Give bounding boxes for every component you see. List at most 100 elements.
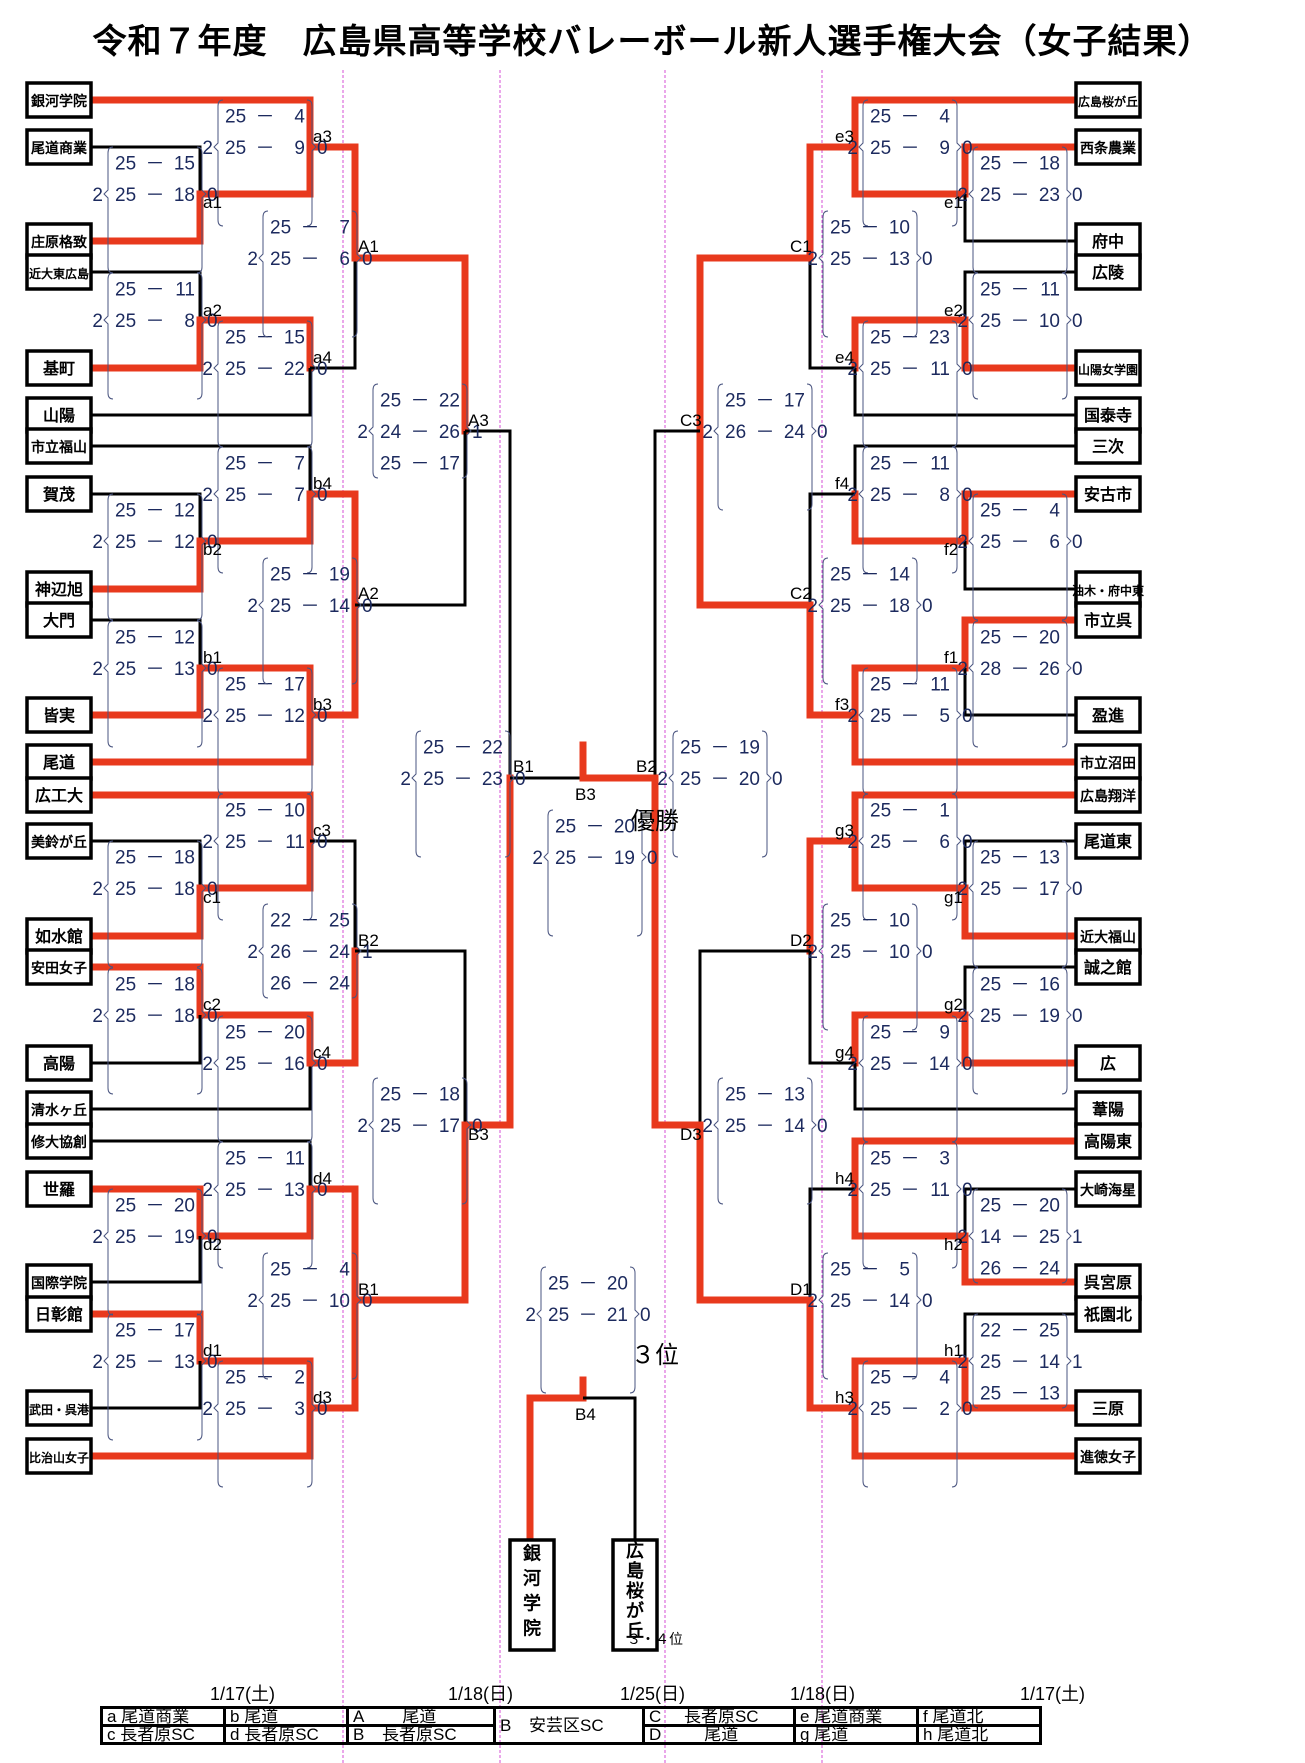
set-dash: － <box>453 769 472 790</box>
set-score-right: 4 <box>339 1260 350 1281</box>
set-score-right: 8 <box>184 311 195 332</box>
sets-won-right: 0 <box>962 359 973 380</box>
right-brace <box>351 210 362 338</box>
left-brace <box>213 1141 224 1269</box>
set-score-left: 25 <box>870 801 891 822</box>
set-score-left: 25 <box>548 1305 569 1326</box>
set-score-right: 12 <box>284 706 305 727</box>
set-score-right: 10 <box>889 218 910 239</box>
set-score-right: 17 <box>439 454 460 475</box>
sets-won-left: 2 <box>847 1399 858 1420</box>
right-brace <box>806 1077 817 1205</box>
winner-path <box>851 711 1080 766</box>
match-label-a2: a2 <box>203 301 222 320</box>
sets-won-left: 2 <box>202 485 213 506</box>
set-score-right: 3 <box>294 1399 305 1420</box>
sets-won-right: 0 <box>207 659 218 680</box>
team-name-char: が <box>626 1600 644 1622</box>
team-name-char: 桜 <box>626 1580 644 1602</box>
set-score-left: 25 <box>870 485 891 506</box>
loser-path <box>963 1187 1076 1236</box>
set-score-left: 25 <box>870 107 891 128</box>
right-brace <box>1061 1188 1072 1284</box>
team-name: 神辺旭 <box>35 580 83 599</box>
match-label-D2: D2 <box>790 931 812 950</box>
set-dash: － <box>900 1054 919 1075</box>
set-score-right: 14 <box>784 1116 806 1137</box>
set-score-right: 25 <box>1039 1227 1060 1248</box>
team-box-frame <box>1074 1437 1142 1475</box>
loser-path <box>310 839 357 951</box>
set-score-left: 25 <box>115 311 136 332</box>
winner-path <box>87 490 314 593</box>
set-score-left: 25 <box>980 532 1001 553</box>
team-name-char: 丘 <box>626 1621 644 1642</box>
set-score-right: 5 <box>939 706 950 727</box>
right-brace <box>1061 493 1072 621</box>
team-box-left: 国際学院 <box>25 1263 93 1301</box>
sets-won-right: 0 <box>962 1054 973 1075</box>
set-dash: － <box>1010 879 1029 900</box>
match-label-c2: c2 <box>203 995 221 1014</box>
left-brace <box>213 1015 224 1143</box>
team-name: 如水館 <box>35 927 83 946</box>
team-box-frame <box>25 1437 93 1475</box>
set-dash: － <box>300 1260 319 1281</box>
set-score-left: 25 <box>555 817 576 838</box>
match-label-f4: f4 <box>835 474 849 493</box>
sets-won-left: 2 <box>847 359 858 380</box>
set-dash: － <box>300 911 319 932</box>
sets-won-left: 2 <box>92 185 103 206</box>
team-name: 皆実 <box>43 706 75 725</box>
third-fourth-label: ３・４位 <box>627 1631 683 1647</box>
match-label-h4: h4 <box>835 1169 854 1188</box>
sets-won-left: 2 <box>202 1054 213 1075</box>
team-box-right: 葦陽 <box>1074 1090 1142 1128</box>
team-box-left: 日彰館 <box>25 1295 93 1333</box>
team-name-char: 島 <box>626 1560 644 1582</box>
set-score-left: 25 <box>870 328 891 349</box>
set-dash: － <box>755 1085 774 1106</box>
set-score-right: 11 <box>930 675 950 696</box>
right-brace <box>629 1266 640 1394</box>
sets-won-left: 2 <box>92 1352 103 1373</box>
set-dash: － <box>410 1085 429 1106</box>
set-score-left: 25 <box>380 391 401 412</box>
team-box-left: 皆実 <box>25 696 93 734</box>
sets-won-left: 2 <box>807 596 818 617</box>
sets-won-right: 0 <box>207 1352 218 1373</box>
set-score-left: 25 <box>115 154 136 175</box>
match-label-e4: e4 <box>835 348 854 367</box>
set-dash: － <box>255 706 274 727</box>
team-box-left: 近大東広島 <box>25 253 93 291</box>
sets-won-right: 1 <box>1072 1227 1083 1248</box>
winner-path <box>87 1404 314 1460</box>
set-score-left: 25 <box>225 1399 246 1420</box>
set-dash: － <box>1010 975 1029 996</box>
set-score-right: 13 <box>284 1180 305 1201</box>
right-brace <box>911 1252 922 1380</box>
team-box-frame <box>25 349 93 387</box>
sets-won-left: 2 <box>957 1227 968 1248</box>
set-score-left: 25 <box>980 879 1001 900</box>
loser-path <box>853 1063 1076 1111</box>
team-name: 三原 <box>1092 1399 1124 1418</box>
right-brace <box>306 793 317 921</box>
sets-won-right: 0 <box>317 1399 328 1420</box>
set-score-left: 25 <box>870 1149 891 1170</box>
team-box-frame <box>1074 696 1142 734</box>
set-score-left: 25 <box>115 280 136 301</box>
set-dash: － <box>900 1399 919 1420</box>
team-name-char: 広 <box>626 1540 644 1562</box>
set-score-left: 25 <box>555 848 576 869</box>
venue-cell: h 尾道北 <box>916 1724 1042 1745</box>
set-score-right: 14 <box>889 1291 911 1312</box>
sets-won-right: 0 <box>817 422 828 443</box>
set-dash: － <box>1010 1196 1029 1217</box>
set-dash: － <box>300 1291 319 1312</box>
team-box-left: 基町 <box>25 349 93 387</box>
